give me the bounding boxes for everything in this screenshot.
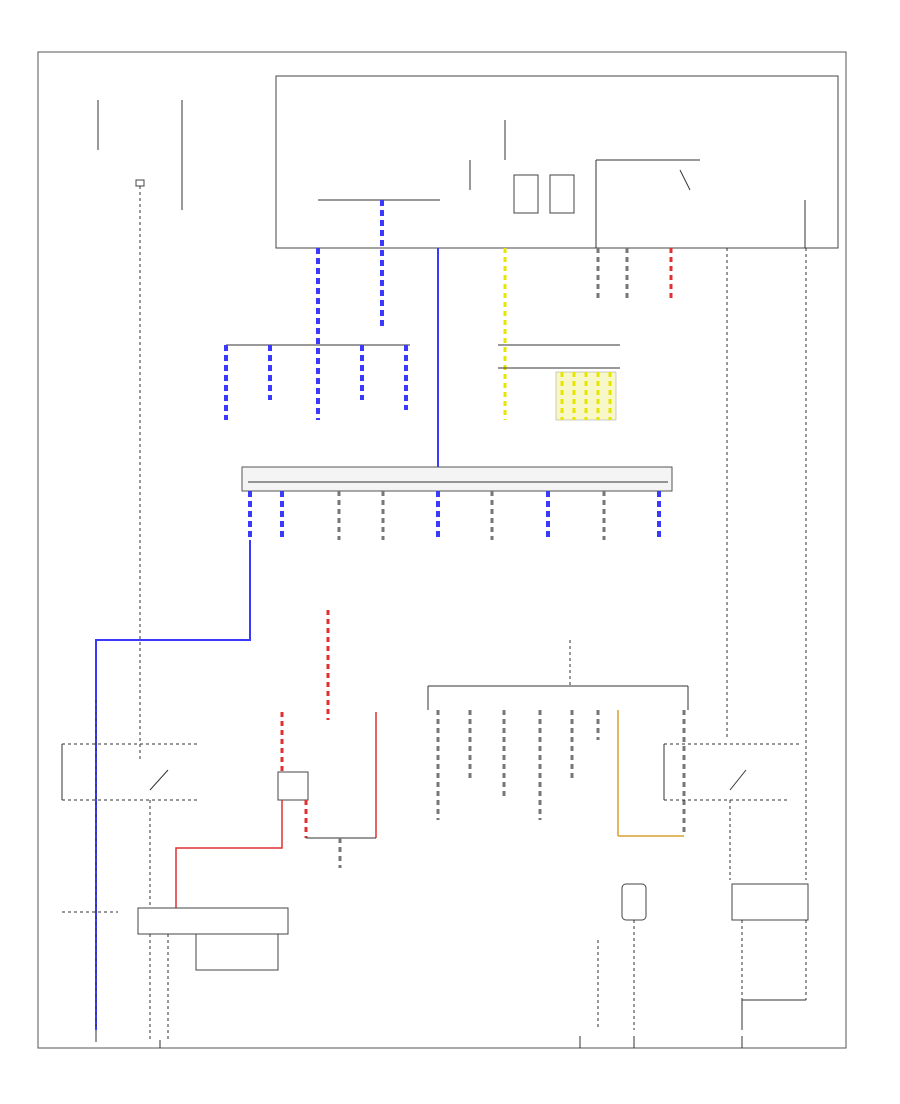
junction-block	[275, 75, 839, 249]
lower-left-module	[137, 907, 289, 1040]
relay-icon	[513, 174, 539, 214]
ground-bus-bar	[241, 466, 673, 492]
splice-grid	[498, 344, 620, 421]
red-feeds	[175, 610, 377, 912]
diagram-border	[37, 51, 847, 1049]
door-switch-icon	[729, 769, 747, 791]
right-door-switch	[663, 743, 800, 880]
relay-icon	[549, 174, 575, 214]
left-door-switch	[61, 743, 200, 913]
upper-left-splice	[224, 344, 410, 420]
blue-wire-left	[95, 540, 251, 1030]
door-switch-icon	[149, 769, 169, 791]
ground-symbols	[95, 1030, 743, 1048]
ground-connector-icon	[135, 179, 145, 187]
lower-right-components	[597, 883, 809, 1030]
bus-drops	[248, 491, 661, 540]
relay-icon	[277, 771, 309, 801]
lower-right-bus	[427, 640, 689, 837]
top-left-switch	[97, 100, 183, 760]
switch-icon	[679, 169, 691, 191]
lamp-icon	[621, 883, 647, 921]
